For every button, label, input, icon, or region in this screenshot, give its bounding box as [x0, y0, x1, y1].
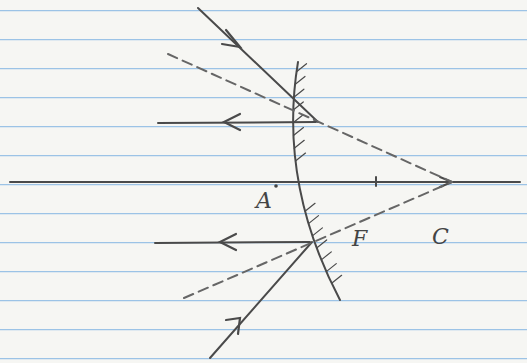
focus-mark	[375, 177, 377, 186]
ray-arrowhead	[226, 318, 240, 334]
hatch-stroke	[296, 153, 306, 161]
hatch-stroke	[297, 64, 307, 72]
hatch-stroke	[309, 216, 319, 224]
convex-mirror	[293, 62, 340, 300]
pole-dot	[274, 184, 278, 188]
hatch-stroke	[321, 252, 331, 260]
construction-line	[168, 54, 452, 182]
ray-arrowhead	[222, 30, 240, 47]
point-label: A	[256, 190, 272, 212]
point-label: C	[432, 226, 449, 248]
point-label: F	[352, 228, 367, 250]
reflected-ray	[155, 242, 310, 243]
hatch-stroke	[294, 140, 304, 148]
construction-line	[184, 182, 452, 298]
hatch-stroke	[332, 275, 342, 283]
hatch-stroke	[312, 228, 322, 236]
hatch-stroke	[317, 240, 327, 248]
hatch-stroke	[293, 128, 303, 136]
ray-arrowhead	[220, 234, 236, 250]
hatch-stroke	[326, 264, 336, 272]
mirror-hatching	[293, 64, 341, 284]
incident-ray	[210, 242, 312, 358]
hatch-stroke	[294, 89, 304, 97]
hatch-stroke	[295, 76, 305, 84]
incident-ray	[198, 8, 318, 122]
principal-axis	[10, 181, 520, 183]
ray-arrowhead	[224, 114, 240, 130]
hatch-stroke	[305, 203, 315, 211]
reflected-ray	[158, 122, 316, 123]
